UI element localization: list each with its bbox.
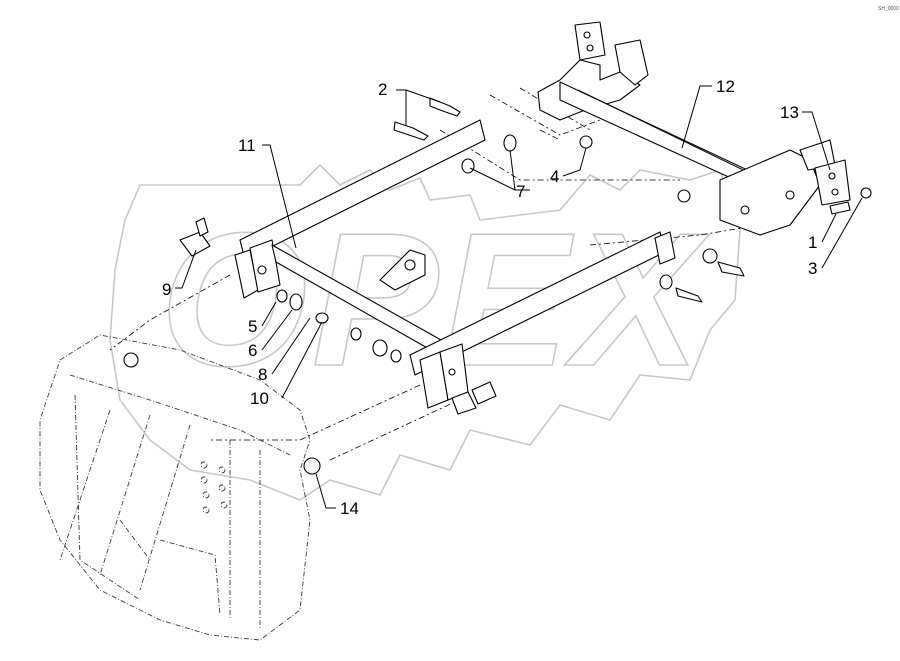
callout-4: 4 — [550, 167, 559, 186]
callout-6: 6 — [248, 341, 257, 360]
part-4-nut-b — [677, 189, 691, 203]
callout-10: 10 — [250, 389, 269, 408]
leader-lines — [175, 85, 863, 509]
frame-nut — [123, 352, 139, 368]
part-9-pin — [179, 231, 211, 257]
callout-11: 11 — [238, 136, 256, 155]
pin-lower-right — [451, 391, 477, 415]
ring-right-b — [372, 339, 388, 357]
part-3-nut — [860, 187, 872, 199]
callout-13: 13 — [780, 103, 799, 122]
tractor-front-frame — [39, 334, 311, 641]
callout-labels: 1 2 3 4 5 6 7 8 9 10 11 12 13 14 — [162, 77, 817, 518]
fasteners — [123, 97, 872, 475]
ring-right-c — [390, 349, 402, 363]
washer-right-a — [702, 248, 718, 264]
part-7-washer-upper — [503, 134, 517, 152]
part-13-plate — [814, 159, 851, 206]
part-7-washer-lower — [461, 158, 475, 174]
part-6-ring — [289, 293, 303, 311]
callout-2: 2 — [378, 80, 387, 99]
ring-right-a — [350, 327, 362, 341]
callout-3: 3 — [808, 259, 817, 278]
callout-7: 7 — [516, 182, 525, 201]
part-12-cross-beam — [537, 21, 851, 236]
callout-14: 14 — [340, 499, 359, 518]
part-11-mounting-frame — [234, 119, 676, 409]
callout-5: 5 — [248, 317, 257, 336]
part-8-fitting — [315, 312, 329, 324]
part-1-bolt — [829, 201, 851, 215]
part-5-ring — [276, 289, 288, 303]
part-4-nut — [579, 135, 593, 149]
callout-1: 1 — [808, 233, 817, 252]
bolt-right-b — [675, 287, 703, 303]
part-2-bolt-lower — [393, 121, 429, 141]
part-2-bolt-upper — [429, 97, 461, 117]
part-14-nut — [303, 457, 321, 475]
frame-bolt-holes — [200, 461, 228, 514]
watermark-gear-outline — [109, 163, 741, 501]
callout-8: 8 — [258, 365, 267, 384]
corner-code: SH_0000 — [878, 6, 899, 12]
washer-right-b — [659, 274, 673, 290]
callout-12: 12 — [716, 77, 735, 96]
bolt-right-a — [717, 261, 745, 277]
callout-9: 9 — [162, 280, 171, 299]
